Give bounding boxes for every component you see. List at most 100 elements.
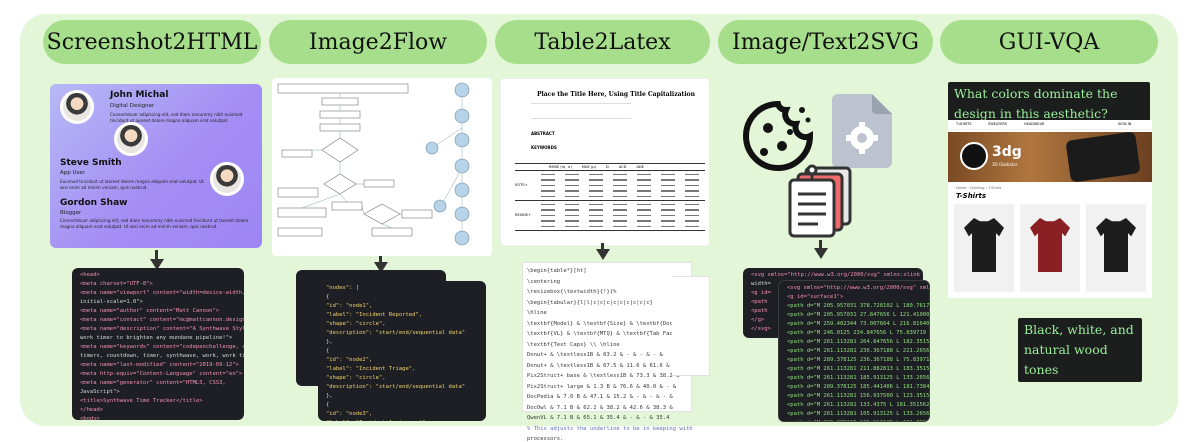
code-line: </head> (80, 407, 104, 413)
code-line: <path d="M 289.378125 236.367188 L 75.83… (787, 357, 930, 363)
table-row (541, 184, 701, 187)
nav-item[interactable]: HEADWEAR (1024, 122, 1045, 126)
down-arrow-icon (379, 256, 382, 264)
code-line: <meta charset="UTF-8"> (80, 281, 153, 287)
paper-table-image: Place the Title Here, Using Title Capita… (500, 78, 710, 246)
code-line: <path (751, 299, 768, 305)
table-header-cell: MAE (µ) (581, 165, 596, 169)
code-line: <meta name="description" content="A Synt… (80, 326, 244, 332)
table-row (541, 204, 701, 206)
shop-nav: T-SHIRTS SWEATERS HEADWEAR SIGN IN (948, 120, 1152, 130)
person-name: John Michal (110, 90, 169, 100)
code-line: <path d="M 246.0125 234.847656 L 75.8397… (787, 330, 929, 336)
code-line: work timer to brighten any mundane pipel… (80, 335, 233, 341)
code-line: <path d="M 259.402344 73.007664 L 216.81… (787, 321, 930, 327)
html-code-block: <head> <meta charset="UTF-8"> <meta name… (72, 268, 244, 420)
tab-table2latex[interactable]: Table2Latex (495, 20, 710, 64)
code-line: "shape": "circle", (326, 321, 386, 327)
code-line: <meta name="last-modified" content="2019… (80, 362, 239, 368)
code-line: </g> (751, 317, 765, 323)
table-row (541, 179, 701, 181)
code-line: Donut+ & \textless1B & 67.5 & 11.6 & 61.… (527, 362, 683, 369)
tab-screenshot2html[interactable]: Screenshot2HTML (43, 20, 261, 64)
nav-item[interactable]: SWEATERS (988, 122, 1008, 126)
keywords-label: KEYWORDS (531, 145, 557, 150)
code-line: { (326, 402, 330, 408)
sign-in-link[interactable]: SIGN IN (1118, 122, 1132, 126)
person-bio: Consectetuer adipiscing elit, sed diam n… (60, 218, 249, 229)
code-line: <path d="M 261.113281 105.913125 L 133.2… (787, 411, 930, 417)
abstract-label: ABSTRACT (531, 131, 555, 136)
nav-item[interactable]: T-SHIRTS (956, 122, 972, 126)
svg-code-block: <svg xmlns="http://www.w3.org/2000/svg" … (778, 280, 930, 422)
person-bio: Euismod tincidunt ut laoreet dolore magn… (60, 179, 204, 190)
code-line: <g id= (751, 290, 771, 296)
code-line: "id": "node1", (326, 303, 373, 309)
paper-authors (531, 103, 631, 119)
paper-title: Place the Title Here, Using Title Capita… (537, 91, 695, 98)
product-card[interactable] (954, 204, 1014, 292)
code-line: }, (326, 339, 333, 345)
code-line: <meta name="keywords" content="codepench… (80, 344, 244, 350)
code-line: "label": "Incident Reported", (326, 312, 423, 318)
table-row (541, 214, 701, 217)
code-line: { (326, 348, 330, 354)
flow-json-code-block: "nodes": [ { "id": "node1", "label": "In… (318, 281, 486, 421)
document-icon (788, 164, 852, 238)
tab-gui-vqa[interactable]: GUI-VQA (940, 20, 1158, 64)
code-line: \textbf{Model} & \textbf{Size} & \textbf… (527, 320, 686, 327)
code-line: \begin{tabular}{l|l|c|c|c|c|c|c|c|c|c} (527, 299, 653, 306)
hero-shirt (1065, 131, 1141, 183)
code-line: \begin{table*}[ht] (527, 268, 587, 274)
table-header-cell: ACD (618, 165, 627, 169)
table-group-label: RESIDE+ (515, 213, 532, 217)
logo-badge (960, 142, 988, 170)
code-line: "id": "node3", (326, 411, 373, 417)
code-line: \textbf{VL} & \textbf{MTQ} & \textbf{Tab… (527, 331, 680, 337)
code-line: <meta http-equiv="Content-Language" cont… (80, 371, 243, 377)
code-line: <path d="M 205.957031 27.847656 L 121.41… (787, 312, 930, 318)
person-name: Gordon Shaw (60, 198, 128, 208)
vqa-question: What colors dominate the design in this … (948, 82, 1150, 126)
table-row (541, 195, 701, 197)
person-role: Blogger (60, 210, 82, 216)
code-line: <path d="M 205.957031 378.728102 L 180.7… (787, 303, 930, 309)
code-line: </svg> (751, 326, 771, 332)
avatar (114, 122, 148, 156)
down-arrow-icon (150, 259, 164, 270)
tab-image2flow[interactable]: Image2Flow (269, 20, 487, 64)
code-line: <meta name="generator" content="HTML5, C… (80, 380, 226, 386)
table-header-cell: ADE (636, 165, 644, 169)
table-row (541, 209, 701, 211)
latex-code-block: \begin{table*}[ht] \centering \resizebox{\… (522, 262, 693, 442)
table-group-label: SOTS+ (515, 183, 528, 187)
code-line: "label": "Incident Triage", (326, 366, 416, 372)
person-name: Steve Smith (60, 158, 122, 168)
code-line: <meta name="viewport" content="width=dev… (80, 290, 244, 296)
shop-screenshot: T-SHIRTS SWEATERS HEADWEAR SIGN IN 3dg 3… (948, 120, 1152, 298)
code-line: Donut+ & \textless1B & 63.2 & - & - & - … (527, 352, 663, 358)
code-line: Pix2Struct+ large & 1.3 B & 76.6 & 40.0 … (527, 383, 677, 390)
code-line: JavaScript"> (80, 389, 120, 395)
code-line: QwenVL & 7.1 B & 65.1 & 35.4 & - & - & 3… (527, 415, 670, 421)
code-line: "id": "node2", (326, 357, 373, 363)
product-card[interactable] (1086, 204, 1146, 292)
tab-image-text2svg[interactable]: Image/Text2SVG (718, 20, 933, 64)
down-arrow-icon (601, 243, 604, 251)
code-line: <head> (80, 272, 100, 278)
flowchart-graphic (277, 82, 470, 246)
code-line: \centering (527, 278, 561, 285)
code-line: \resizebox{\textwidth}{!}{% (527, 289, 617, 295)
code-line: <meta name="contact" content="mc@mattcan… (80, 317, 244, 323)
code-line: <meta name="author" content="Matt Cannon… (80, 308, 220, 314)
code-line: "description": "start/end/sequential dat… (326, 330, 466, 336)
code-line: "description": "start/end/sequential dat… (326, 384, 466, 390)
product-grid (954, 204, 1146, 294)
code-line: <path (751, 308, 768, 314)
code-line: <body> (80, 416, 100, 420)
table-row (541, 225, 701, 227)
code-line: <path d="M 261.113281 156.937500 L 123.3… (787, 393, 930, 399)
code-line: \textbf{Text Caps} \\ \hline (527, 341, 620, 348)
product-card[interactable] (1020, 204, 1080, 292)
breadcrumb: Home › Clothing › T-Shirts (956, 186, 1002, 190)
